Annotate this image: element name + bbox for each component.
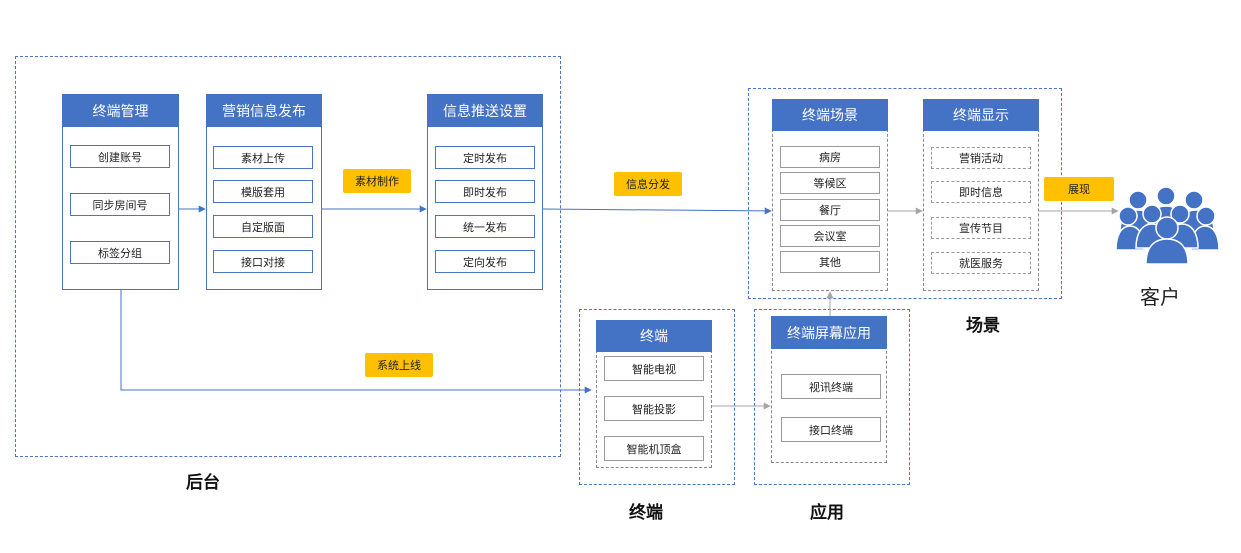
scene-item-other: 其他 bbox=[780, 251, 880, 273]
arrow-management-to-terminal bbox=[120, 290, 592, 394]
tm-item-tag-group: 标签分组 bbox=[70, 241, 170, 264]
scene-zone-label: 场景 bbox=[966, 316, 1000, 336]
app-item-video-terminal: 视讯终端 bbox=[781, 374, 881, 399]
display-item-instant: 即时信息 bbox=[931, 181, 1031, 203]
ps-item-scheduled: 定时发布 bbox=[435, 146, 535, 169]
terminal-item-projector: 智能投影 bbox=[604, 396, 704, 421]
terminal-zone bbox=[579, 309, 735, 485]
scene-item-waiting: 等候区 bbox=[780, 172, 880, 194]
screen-app-header: 终端屏幕应用 bbox=[771, 316, 887, 349]
mp-item-layout: 自定版面 bbox=[213, 215, 313, 238]
backend-zone bbox=[15, 56, 561, 457]
ps-item-instant: 即时发布 bbox=[435, 180, 535, 203]
display-item-promo: 宣传节目 bbox=[931, 217, 1031, 239]
scene-item-meeting: 会议室 bbox=[780, 225, 880, 247]
terminal-item-smart-tv: 智能电视 bbox=[604, 356, 704, 381]
tag-info-distribution: 信息分发 bbox=[614, 172, 682, 196]
terminal-scene-header: 终端场景 bbox=[772, 99, 888, 131]
marketing-publish-header: 营销信息发布 bbox=[206, 94, 322, 127]
tag-system-online: 系统上线 bbox=[365, 353, 433, 377]
customer-label: 客户 bbox=[1140, 285, 1180, 309]
mp-item-upload: 素材上传 bbox=[213, 146, 313, 169]
mp-item-interface: 接口对接 bbox=[213, 250, 313, 273]
tm-item-create-account: 创建账号 bbox=[70, 145, 170, 168]
application-zone-label: 应用 bbox=[810, 503, 844, 523]
scene-item-ward: 病房 bbox=[780, 146, 880, 168]
display-item-medical: 就医服务 bbox=[931, 252, 1031, 274]
customer-group-icon bbox=[1116, 186, 1219, 264]
ps-item-unified: 统一发布 bbox=[435, 215, 535, 238]
terminal-display-header: 终端显示 bbox=[923, 99, 1039, 131]
display-item-marketing: 营销活动 bbox=[931, 147, 1031, 169]
terminal-header: 终端 bbox=[596, 320, 712, 352]
terminal-item-set-top-box: 智能机顶盒 bbox=[604, 436, 704, 461]
terminal-zone-label: 终端 bbox=[629, 503, 663, 523]
backend-zone-label: 后台 bbox=[186, 473, 220, 493]
ps-item-targeted: 定向发布 bbox=[435, 250, 535, 273]
tm-item-sync-room: 同步房间号 bbox=[70, 193, 170, 216]
terminal-management-header: 终端管理 bbox=[62, 94, 179, 127]
tag-display: 展现 bbox=[1044, 177, 1114, 201]
tag-material-production: 素材制作 bbox=[343, 169, 411, 193]
arrow-push-to-scene bbox=[542, 207, 772, 215]
mp-item-template: 模版套用 bbox=[213, 180, 313, 203]
push-settings-header: 信息推送设置 bbox=[427, 94, 543, 127]
application-zone bbox=[754, 309, 910, 485]
app-item-interface-terminal: 接口终端 bbox=[781, 417, 881, 442]
scene-item-dining: 餐厅 bbox=[780, 199, 880, 221]
